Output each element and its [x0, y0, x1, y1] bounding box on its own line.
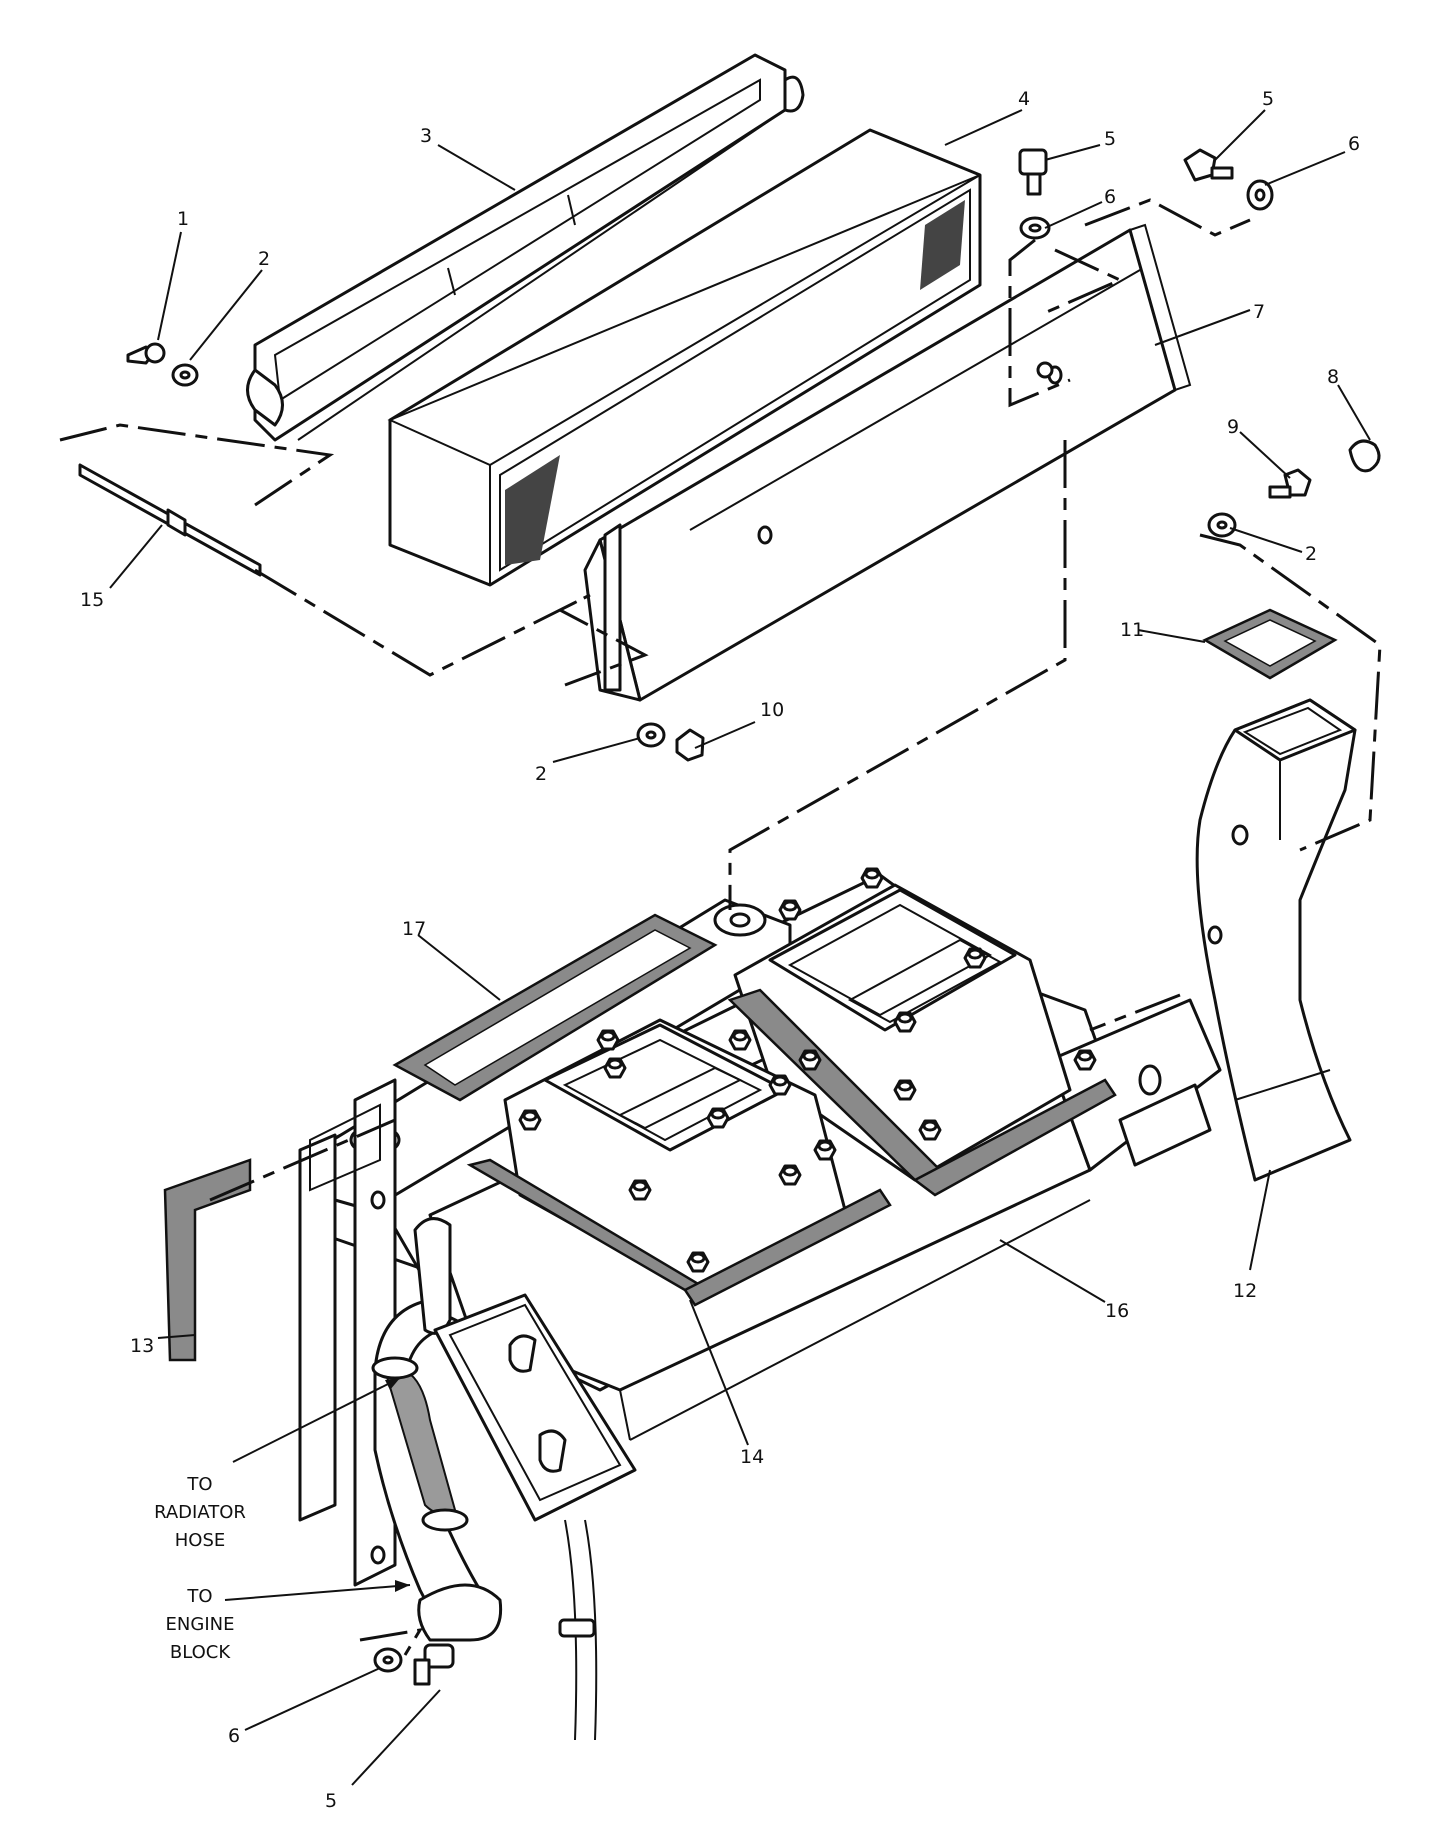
- callout-labels: 1 2 3 4 5 6 5 6 7 8 9 2 11 10 2 15 17 13…: [80, 88, 1360, 1812]
- assembly-phantom-lines: [59, 198, 1382, 1656]
- air-duct: [1195, 698, 1357, 1182]
- bolt-cap: [802, 1050, 818, 1062]
- note-line: ENGINE: [166, 1614, 235, 1635]
- filter-cover: [583, 223, 1192, 702]
- outlet-bolts: [518, 867, 1097, 1273]
- callout-6: 6: [1348, 133, 1360, 155]
- callout-2: 2: [1305, 543, 1317, 565]
- callout-6: 6: [228, 1725, 240, 1747]
- callout-14: 14: [740, 1446, 764, 1468]
- engine-block-note: TO ENGINE BLOCK: [166, 1586, 235, 1663]
- housing-gasket-strip: [392, 913, 718, 1102]
- control-bracket: [433, 1293, 637, 1741]
- bolt-cap: [1077, 1050, 1093, 1062]
- bolt-cap: [772, 1075, 788, 1087]
- callout-5: 5: [1262, 88, 1274, 110]
- callout-5: 5: [325, 1790, 337, 1812]
- bolt-cap: [607, 1058, 623, 1070]
- filter-element: [387, 128, 982, 587]
- bolt-cap: [864, 868, 880, 880]
- leader-lines: [109, 109, 1371, 1786]
- callout-5: 5: [1104, 128, 1116, 150]
- note-line: TO: [186, 1586, 212, 1607]
- heater-hoses: [371, 1217, 503, 1642]
- bolt-cap: [897, 1080, 913, 1092]
- fasteners: [78, 148, 1381, 1686]
- bolt-cap: [922, 1120, 938, 1132]
- callout-10: 10: [760, 699, 784, 721]
- bolt-cap: [710, 1108, 726, 1120]
- callout-12: 12: [1233, 1280, 1257, 1302]
- callout-16: 16: [1105, 1300, 1129, 1322]
- bolt-cap: [632, 1180, 648, 1192]
- bolt-cap: [817, 1140, 833, 1152]
- callout-15: 15: [80, 589, 104, 611]
- bolt-cap: [782, 900, 798, 912]
- callout-1: 1: [177, 208, 189, 230]
- note-line: HOSE: [175, 1530, 226, 1551]
- cap: [1348, 439, 1381, 473]
- callout-11: 11: [1120, 619, 1144, 641]
- callout-2: 2: [258, 248, 270, 270]
- left-blower-outlet: [466, 1018, 892, 1307]
- bolt-cap: [690, 1252, 706, 1264]
- note-line: RADIATOR: [154, 1502, 246, 1523]
- callout-7: 7: [1253, 301, 1265, 323]
- seal-strip: [163, 1158, 252, 1362]
- bolt-cap: [782, 1165, 798, 1177]
- bolt-cap: [967, 948, 983, 960]
- bolt-cap: [600, 1030, 616, 1042]
- bolt-cap: [897, 1012, 913, 1024]
- callout-3: 3: [420, 125, 432, 147]
- bolt-cap: [732, 1030, 748, 1042]
- note-line: TO: [186, 1474, 212, 1495]
- note-line: BLOCK: [170, 1642, 231, 1663]
- callout-8: 8: [1327, 366, 1339, 388]
- callout-13: 13: [130, 1335, 154, 1357]
- callout-4: 4: [1018, 88, 1030, 110]
- duct-gasket: [1202, 608, 1338, 680]
- callout-2: 2: [535, 763, 547, 785]
- callout-17: 17: [402, 918, 426, 940]
- callout-9: 9: [1227, 416, 1239, 438]
- air-filter-frame: [246, 53, 805, 442]
- radiator-hose-note: TO RADIATOR HOSE: [154, 1474, 246, 1551]
- bolt: [1018, 148, 1048, 176]
- callout-6: 6: [1104, 186, 1116, 208]
- bolt-cap: [522, 1110, 538, 1122]
